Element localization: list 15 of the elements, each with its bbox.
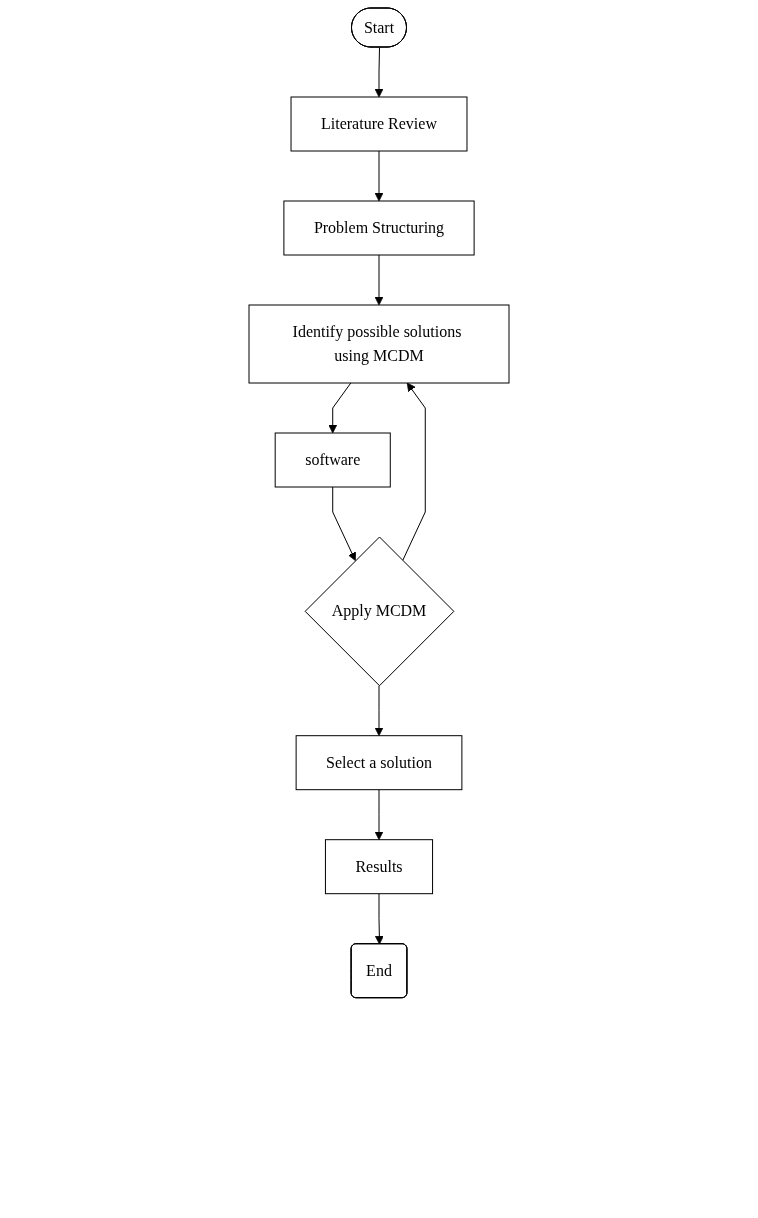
arrow <box>328 382 352 434</box>
node-box: software <box>274 432 391 488</box>
arrow <box>374 685 384 737</box>
arrow <box>402 382 426 562</box>
node-box: Literature Review <box>290 96 468 152</box>
node-box: Results <box>324 839 434 895</box>
arrow <box>332 486 356 561</box>
node-diamond: Apply MCDM <box>304 536 455 687</box>
arrow <box>374 893 384 945</box>
node-box: Select a solution <box>295 735 463 791</box>
node-box: Identify possible solutions using MCDM <box>248 304 510 384</box>
node-box: Problem Structuring <box>283 200 475 256</box>
arrow <box>374 254 384 306</box>
arrow <box>374 789 384 841</box>
arrow <box>374 150 384 202</box>
